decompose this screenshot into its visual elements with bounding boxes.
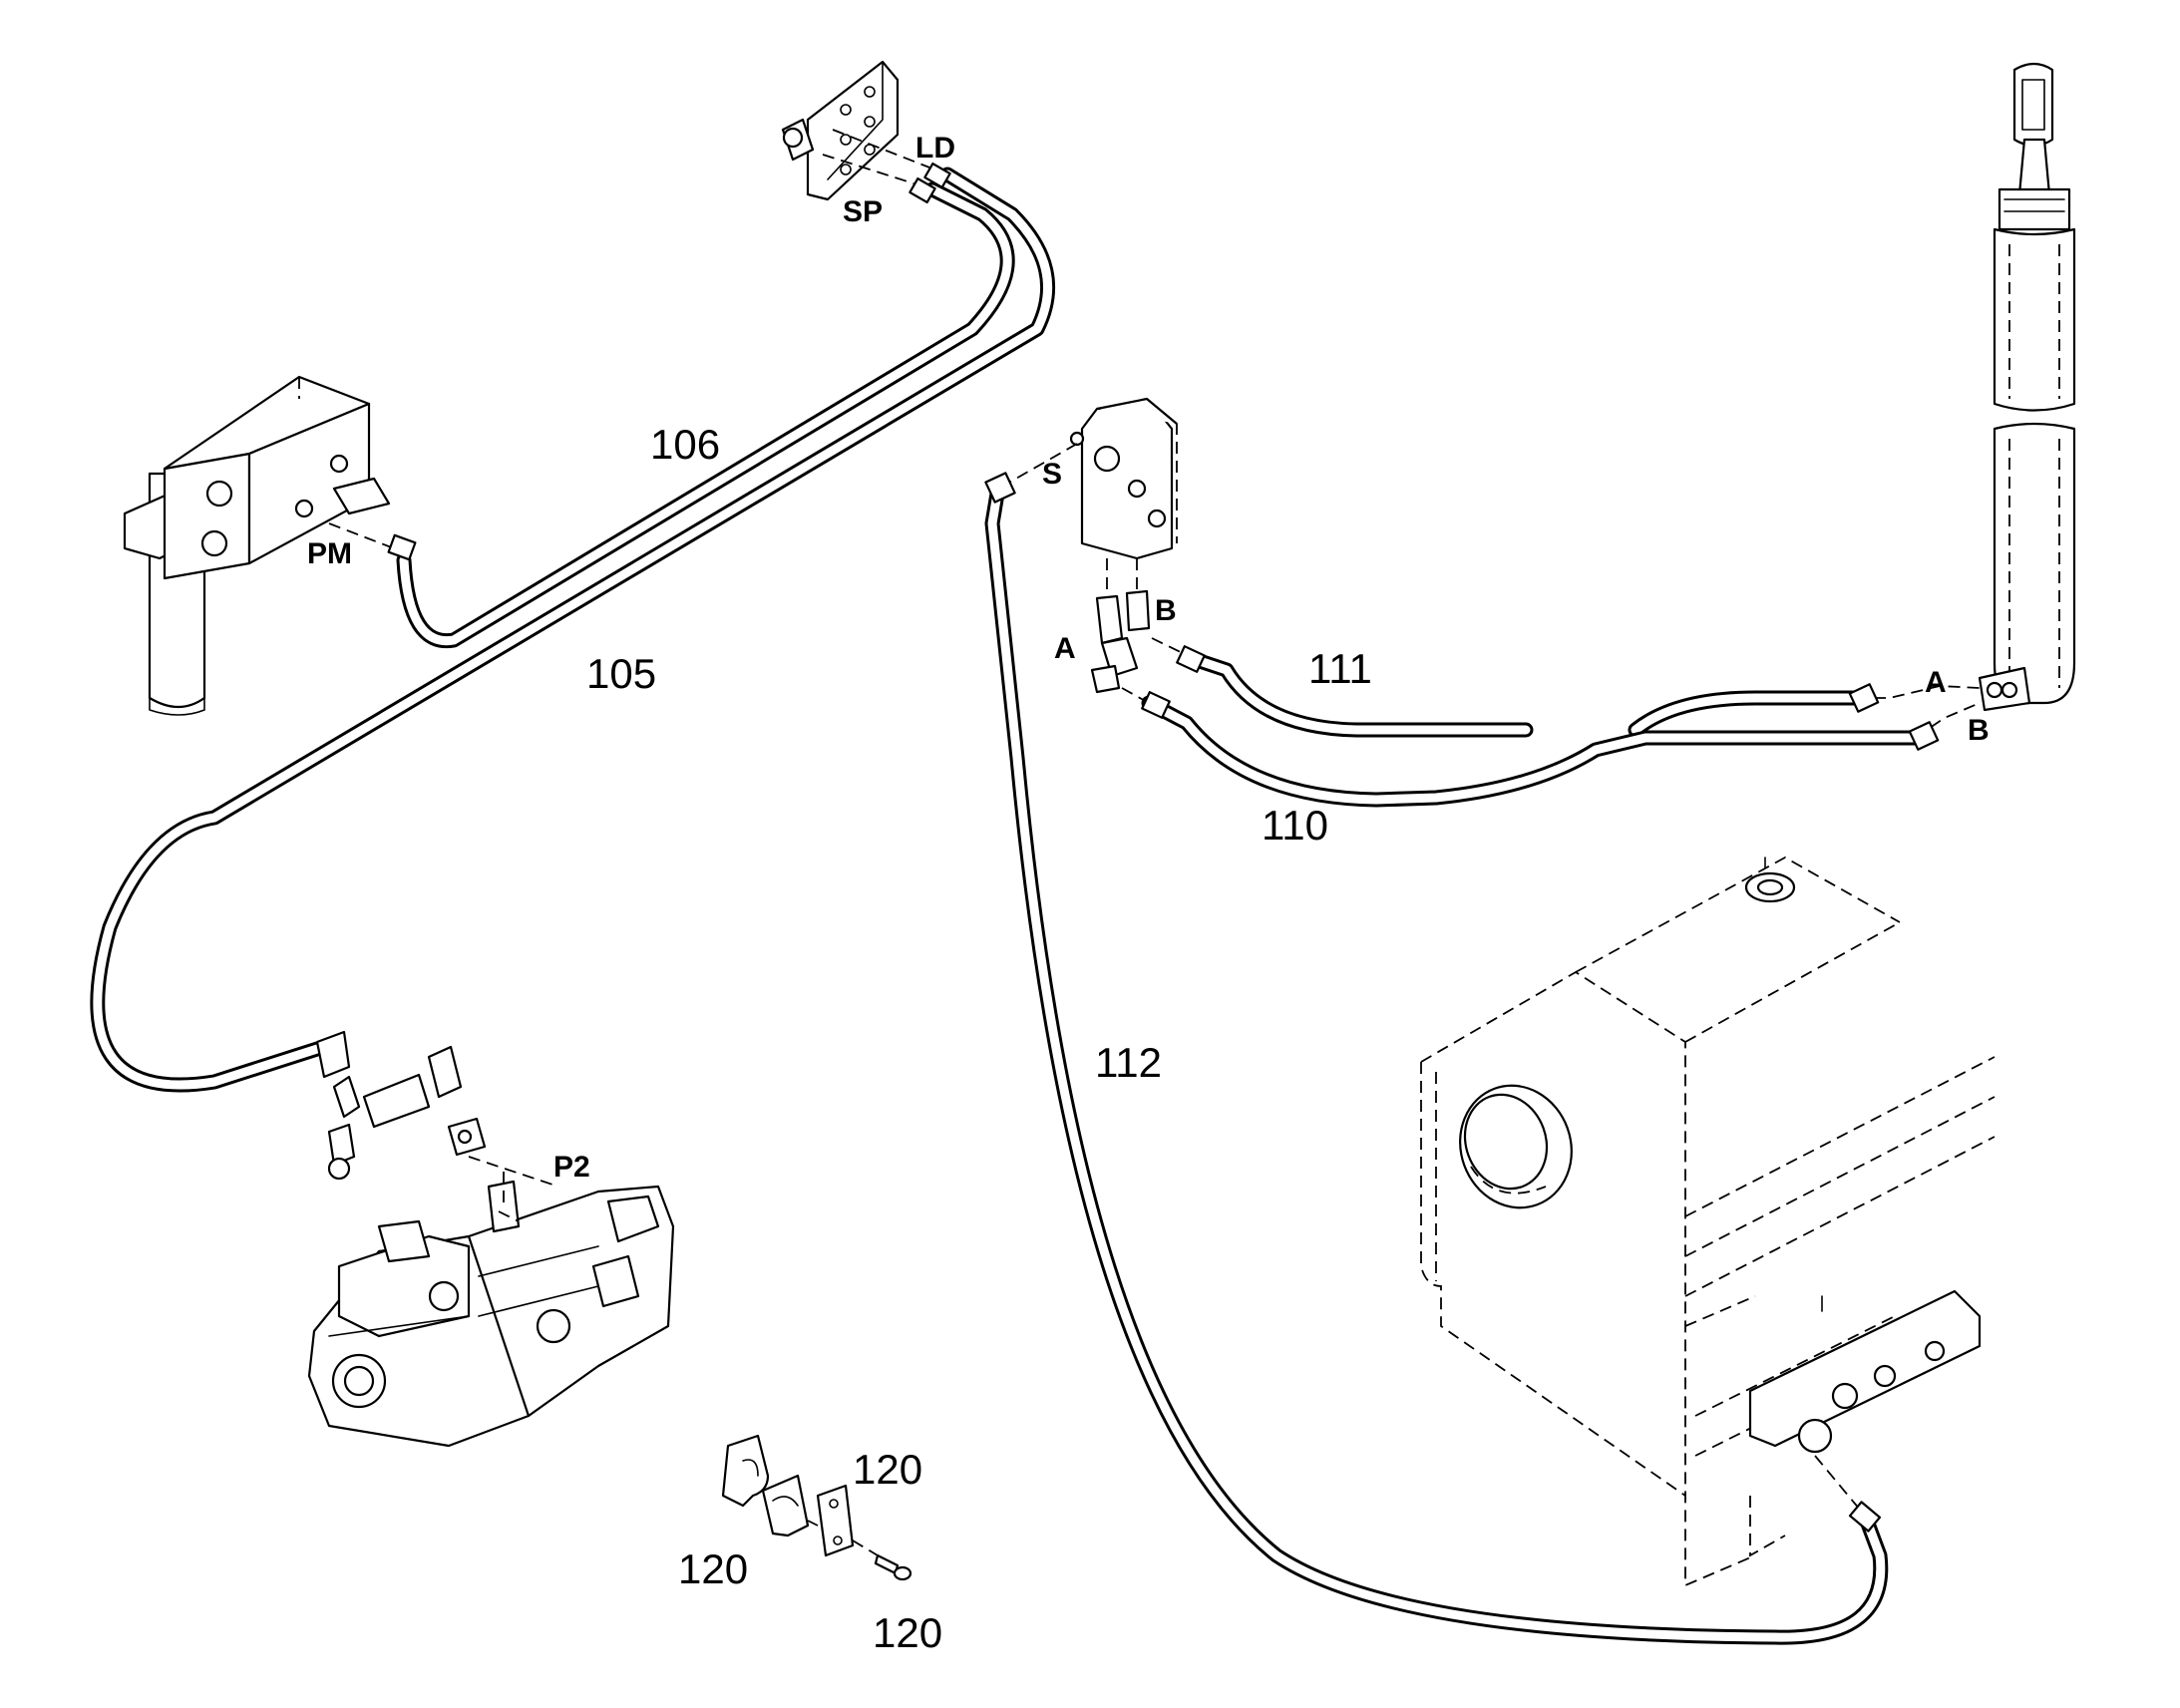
hose-105 xyxy=(90,167,1056,1093)
callout-120-top: 120 xyxy=(853,1446,922,1493)
callout-106: 106 xyxy=(650,421,720,468)
port-label-ld: LD xyxy=(915,132,955,165)
hose-111 xyxy=(1189,652,1863,738)
callout-120-left: 120 xyxy=(678,1545,748,1592)
port-label-cylinder-b: B xyxy=(1968,714,1990,747)
port-label-sp: SP xyxy=(843,195,883,228)
mounting-plate-ld-sp xyxy=(781,60,951,204)
hose-106 xyxy=(396,181,1015,649)
hose-clamp-parts xyxy=(721,1434,912,1581)
port-label-s: S xyxy=(1042,458,1062,491)
hose-112 xyxy=(984,486,1889,1645)
port-label-pm: PM xyxy=(307,537,352,570)
control-valve xyxy=(984,397,1206,719)
callout-112: 112 xyxy=(1095,1039,1162,1086)
callout-105: 105 xyxy=(586,650,656,697)
port-label-valve-b: B xyxy=(1155,594,1177,627)
port-label-p2: P2 xyxy=(553,1151,590,1184)
port-label-valve-a: A xyxy=(1054,632,1076,665)
port-label-cylinder-a: A xyxy=(1925,666,1947,699)
filter-block-pm xyxy=(123,375,417,716)
callout-110: 110 xyxy=(1262,802,1328,849)
callout-111: 111 xyxy=(1308,645,1372,692)
hydraulic-cylinder xyxy=(1848,62,2076,751)
hose-110 xyxy=(1141,695,1923,808)
callout-120-bottom: 120 xyxy=(873,1609,942,1656)
hydraulic-tank xyxy=(1420,855,1996,1587)
hydraulic-pump-p2 xyxy=(307,1030,675,1448)
